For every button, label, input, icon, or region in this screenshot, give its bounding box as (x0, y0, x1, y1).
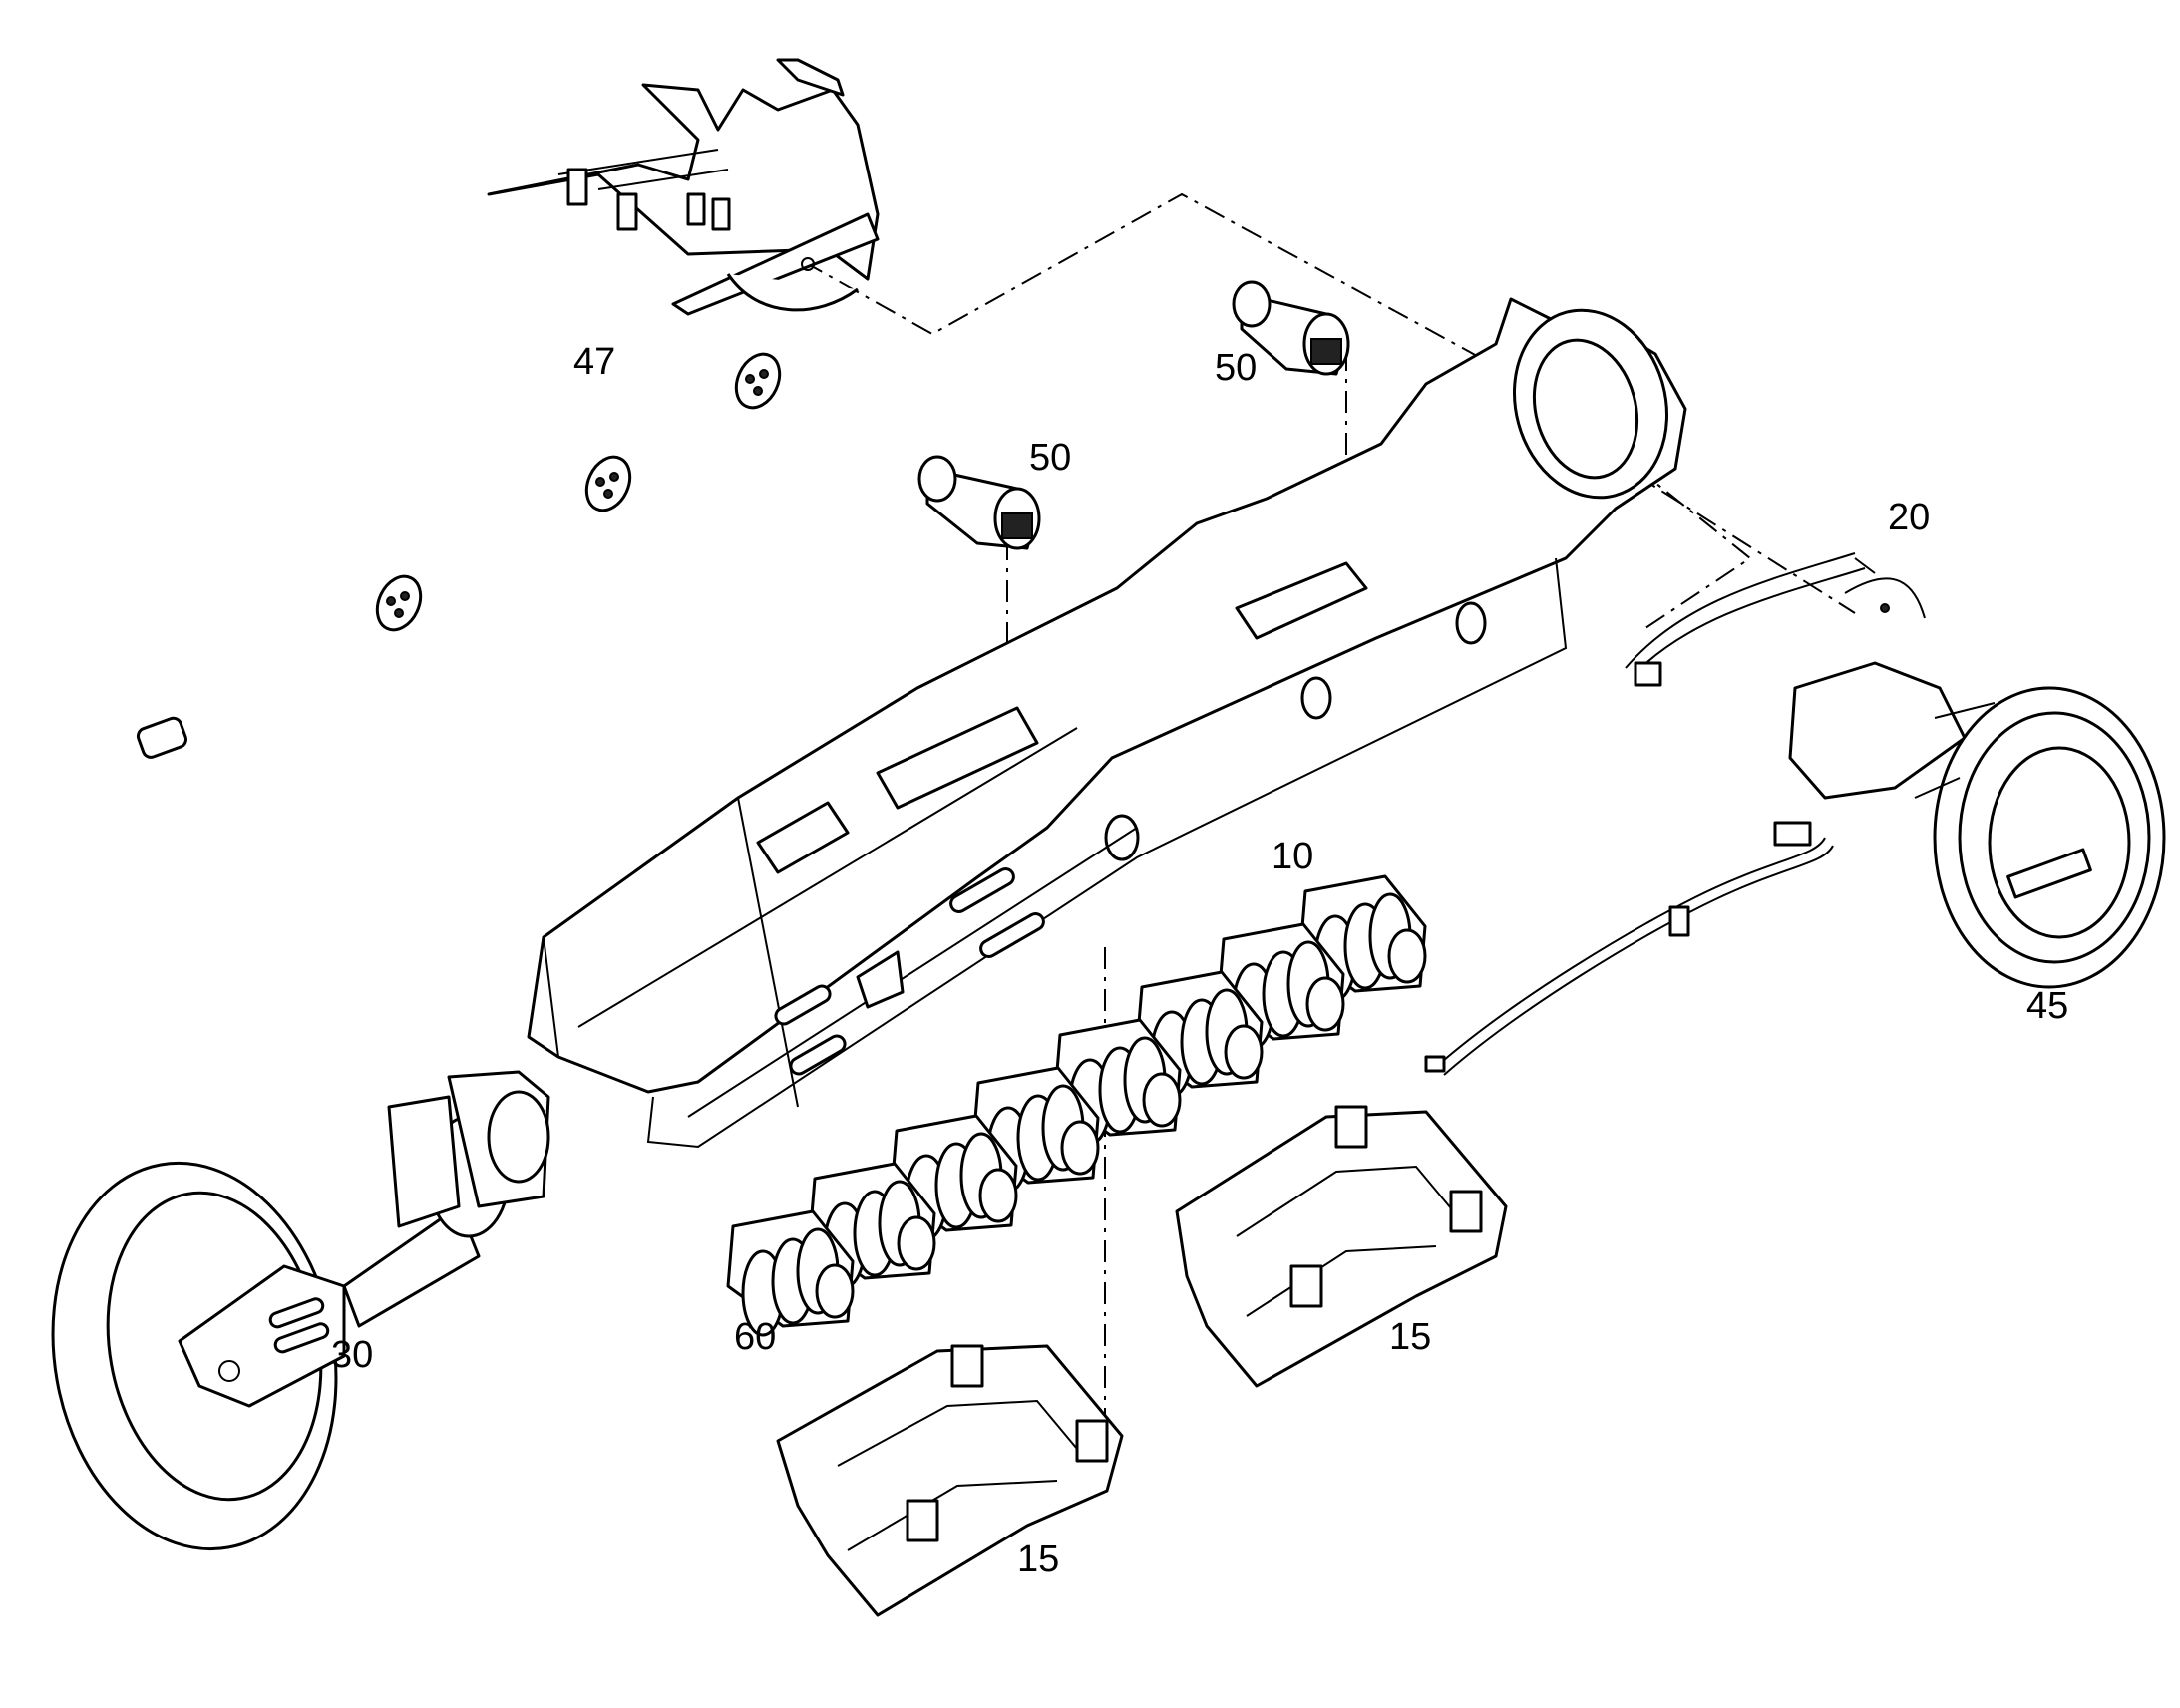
platform-assembly-47 (487, 58, 880, 316)
callout-15-left: 15 (1017, 1538, 1060, 1580)
callout-10: 10 (1272, 836, 1314, 877)
callout-30: 30 (331, 1334, 374, 1376)
callout-20: 20 (1888, 497, 1931, 538)
roller-guard-15-left (776, 1344, 1124, 1617)
track-frame-10 (527, 297, 1687, 1149)
cylinder-50-middle (917, 455, 1041, 550)
sprocket-drive-45 (1788, 661, 2166, 989)
callout-15-right: 15 (1389, 1316, 1432, 1358)
wiring-harness-20 (1625, 552, 1926, 687)
cylinder-50-top (1232, 280, 1350, 376)
roller-guard-15-right (1175, 1105, 1508, 1388)
callout-60: 60 (734, 1316, 777, 1358)
cover-plates (136, 352, 782, 759)
callout-50-middle: 50 (1029, 437, 1072, 479)
track-rollers-60 (726, 874, 1427, 1337)
track-roller (726, 1209, 855, 1337)
sensor-cable (1424, 821, 1834, 1076)
callout-45: 45 (2026, 985, 2069, 1027)
callout-47: 47 (573, 341, 616, 383)
callout-50-top: 50 (1215, 347, 1258, 389)
idler-wheel-30 (51, 1070, 550, 1551)
track-roller (808, 1162, 936, 1289)
